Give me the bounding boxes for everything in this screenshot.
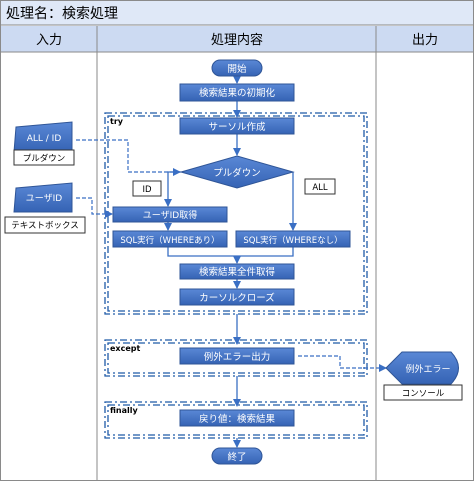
- userid-input-shape: [13, 182, 73, 213]
- branch-all-box: [304, 178, 336, 195]
- console-caption-box: [383, 384, 463, 401]
- fetch-all-box: [179, 263, 295, 280]
- except-label: except: [110, 344, 140, 353]
- finally-block-inner-frame: [107, 404, 365, 436]
- init-label: 検索結果の初期化: [199, 87, 276, 99]
- pulldown-input-value: ALL / ID: [27, 134, 62, 144]
- console-caption: コンソール: [402, 389, 445, 399]
- column-header-output: 出力: [412, 33, 438, 48]
- pulldown-caption-box: [13, 149, 75, 166]
- merge-line: [167, 247, 294, 257]
- header-row: [1, 26, 473, 52]
- init-box: [179, 83, 295, 102]
- get-userid-box: [112, 206, 228, 223]
- cursor-close-label: カーソルクローズ: [199, 292, 275, 304]
- decision-label: プルダウン: [213, 167, 261, 179]
- try-label: try: [110, 117, 124, 126]
- get-userid-label: ユーザID取得: [143, 209, 197, 221]
- sql-with-where-box: [112, 230, 228, 248]
- error-output-box: [179, 347, 295, 365]
- end-node: [211, 447, 263, 465]
- except-block-inner-frame: [107, 342, 365, 374]
- cursor-create-box: [179, 117, 295, 135]
- finally-label: finally: [110, 406, 139, 415]
- decision-diamond: [179, 155, 295, 189]
- error-display-shape: [385, 351, 459, 385]
- pulldown-caption: プルダウン: [23, 153, 66, 164]
- fetch-all-label: 検索結果全件取得: [199, 266, 276, 278]
- branch-id-label: ID: [142, 185, 152, 195]
- dataflow-userid-to-get: [76, 197, 113, 218]
- title-bar: [1, 1, 473, 25]
- branch-all-label: ALL: [312, 183, 328, 193]
- sql-with-where-label: SQL実行（WHEREあり）: [120, 235, 219, 246]
- cursor-close-box: [179, 288, 295, 306]
- userid-input-value: ユーザID: [26, 193, 62, 204]
- return-value-label: 戻り値：検索結果: [199, 413, 276, 425]
- userid-caption-box: [4, 216, 86, 234]
- return-value-box: [179, 409, 295, 427]
- sql-without-where-label: SQL実行（WHEREなし）: [243, 235, 342, 246]
- dataflow-pulldown-to-decision: [76, 139, 181, 176]
- dataflow-error-to-console: [298, 355, 387, 372]
- start-node: [211, 59, 263, 77]
- page-title: 処理名：検索処理: [6, 5, 118, 22]
- error-output-label: 例外エラー出力: [204, 351, 271, 363]
- end-label: 終了: [227, 451, 246, 463]
- cursor-create-label: サーソル作成: [208, 121, 266, 133]
- column-header-process: 処理内容: [211, 32, 263, 48]
- error-display-label: 例外エラー: [405, 363, 450, 375]
- column-header-input: 入力: [36, 33, 62, 48]
- start-label: 開始: [227, 63, 247, 75]
- userid-caption: テキストボックス: [11, 221, 79, 231]
- sql-without-where-box: [235, 230, 351, 248]
- branch-id-box: [132, 180, 162, 197]
